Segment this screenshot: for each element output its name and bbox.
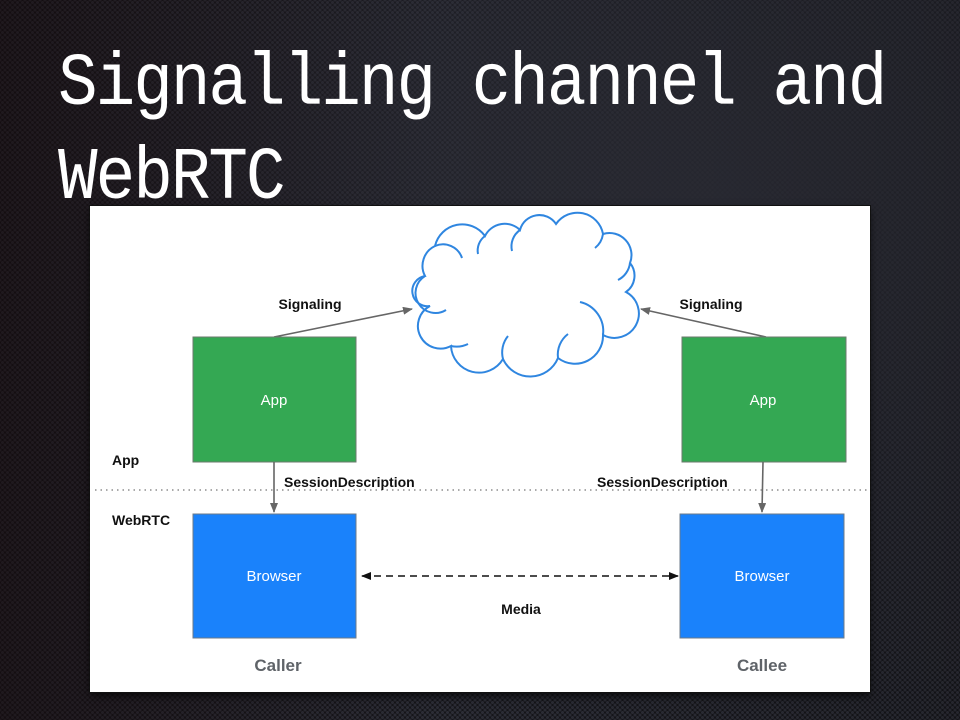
caller-session-label: SessionDescription (284, 474, 415, 490)
caller-signaling-arrow (273, 306, 413, 338)
webrtc-layer-label: WebRTC (112, 512, 170, 528)
caller-role-label: Caller (254, 656, 302, 675)
app-layer-label: App (112, 452, 139, 468)
callee-signaling-arrow (640, 307, 767, 338)
callee-app-box (681, 336, 847, 463)
callee-session-label: SessionDescription (597, 474, 728, 490)
signaling-cloud-icon (411, 211, 640, 378)
callee-session-arrow (758, 461, 767, 513)
callee-browser-box-label: Browser (734, 568, 789, 585)
slide-title: Signalling channel and WebRTC (58, 42, 887, 221)
caller-signaling-label: Signaling (279, 296, 342, 312)
diagram-panel: Signaling Signaling App App App WebRTC S… (90, 206, 870, 692)
callee-role-label: Callee (737, 656, 787, 675)
caller-browser-box (192, 513, 357, 639)
caller-app-box-label: App (261, 392, 288, 409)
media-label: Media (501, 601, 541, 617)
callee-browser-box (679, 513, 845, 639)
webrtc-diagram: Signaling Signaling App App App WebRTC S… (95, 211, 868, 675)
caller-browser-box-label: Browser (246, 568, 301, 585)
callee-app-box-label: App (750, 392, 777, 409)
caller-app-box (192, 336, 357, 463)
callee-signaling-label: Signaling (680, 296, 743, 312)
